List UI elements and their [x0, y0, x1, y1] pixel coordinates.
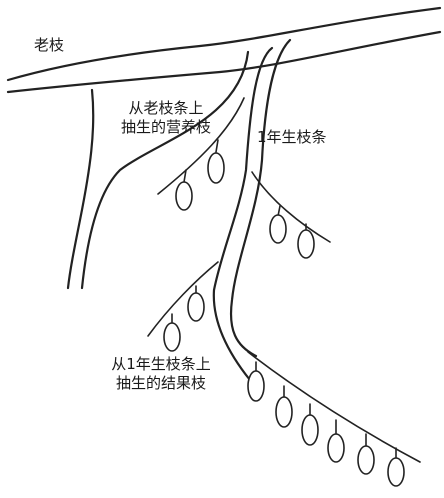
kiwi-fruit: [275, 396, 293, 428]
right-side-shoot: [251, 171, 331, 243]
lower-fruiting-shoot: [247, 351, 421, 463]
kiwi-fruit: [357, 445, 375, 475]
kiwi-fruit: [175, 181, 193, 211]
old-branch-lower-edge: [6, 30, 442, 94]
old-branch-upper-edge: [6, 6, 442, 82]
vegetative-branch-label-line2: 抽生的营养枝: [120, 118, 211, 136]
kiwi-fruit: [269, 214, 287, 244]
upper-side-shoot-stalk-1: [215, 139, 219, 153]
upper-side-shoot: [157, 97, 245, 195]
one-year-branch-left-edge: [212, 46, 274, 382]
one-year-branch-label: 1年生枝条: [257, 128, 327, 146]
vegetative-branch-label: 从老枝条上 抽生的营养枝: [96, 99, 236, 137]
fruiting-branch-label: 从1年生枝条上 抽生的结果枝: [86, 355, 236, 393]
fruiting-branch-label-line1: 从1年生枝条上: [111, 355, 211, 373]
one-year-branch-right-edge: [230, 38, 292, 358]
kiwi-fruit: [387, 457, 405, 487]
kiwi-fruit: [207, 152, 225, 184]
vegetative-branch-label-line1: 从老枝条上: [128, 99, 204, 117]
old-branch-label: 老枝: [34, 36, 65, 54]
vegetative-branch-left-edge: [66, 88, 95, 290]
fruiting-branch-label-line2: 抽生的结果枝: [115, 374, 206, 392]
vegetative-branch-right-edge: [80, 50, 250, 290]
kiwi-fruit: [247, 370, 265, 402]
fruiting-branch-upper: [147, 261, 219, 337]
kiwi-fruit: [301, 414, 319, 446]
kiwi-fruit: [297, 229, 315, 259]
kiwi-fruit: [187, 292, 205, 322]
kiwi-fruit: [327, 433, 345, 463]
kiwi-fruit: [163, 322, 181, 352]
upper-side-shoot-stalk-2: [183, 169, 187, 183]
